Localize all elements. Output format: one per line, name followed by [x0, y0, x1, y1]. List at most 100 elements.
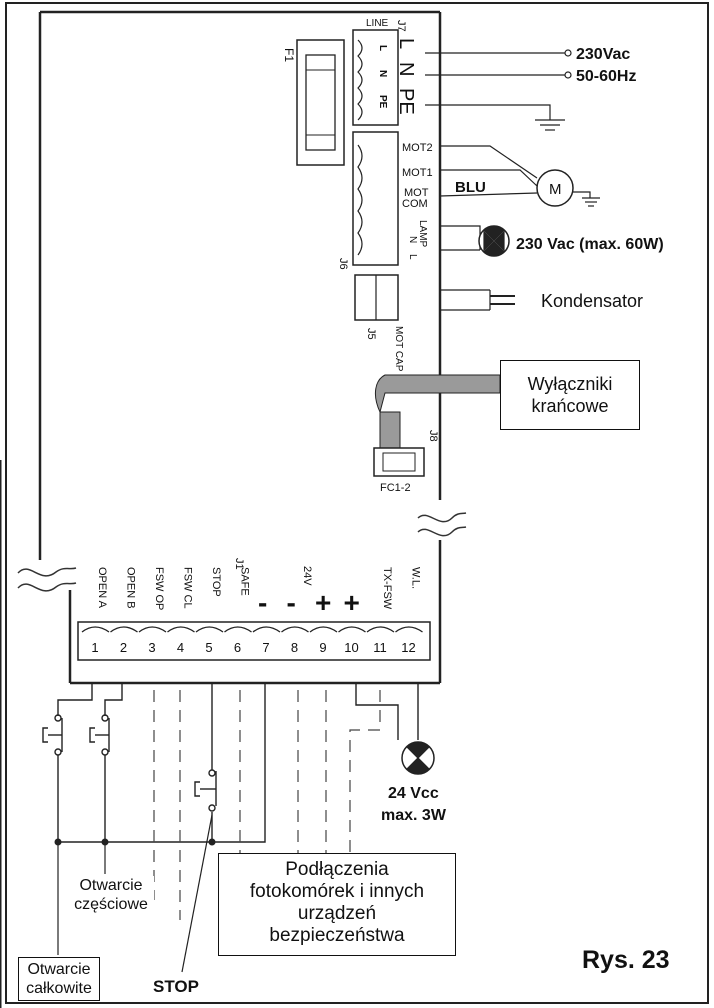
connector-j6: J6 MOT2 MOT1 MOT COM LAMP N L	[337, 131, 433, 270]
terminal-number-10: 10	[344, 640, 358, 655]
terminal-label-5: STOP	[210, 567, 222, 597]
volt-label: 24V	[301, 566, 313, 586]
fuse-label: F1	[282, 48, 296, 62]
stop-button-symbol	[194, 769, 217, 812]
lamp-l-label: L	[407, 254, 418, 260]
safety-line-1: Podłączenia	[285, 859, 389, 880]
j7-small-n: N	[377, 70, 388, 77]
supply-voltage: 230Vac	[576, 46, 630, 63]
capacitor-label: Kondensator	[540, 291, 644, 311]
terminal-number-1: 1	[91, 640, 98, 655]
full-open-line-2: całkowite	[26, 980, 92, 997]
j7-big-n: N	[395, 62, 417, 76]
terminal-label-2: OPEN B	[125, 567, 137, 609]
connector-j7: J7 LINE L N PE L N PE	[352, 18, 417, 126]
break-mark	[17, 512, 467, 592]
terminal-screw-8	[281, 626, 309, 633]
terminal-screw-1	[81, 626, 110, 633]
supply-wires	[425, 49, 572, 131]
stop-pointer	[181, 814, 213, 973]
j7-small-pe: PE	[377, 95, 388, 109]
fuse-f1: F1	[282, 39, 345, 166]
lamp-label: LAMP	[417, 220, 428, 248]
limit-switch-line-2: krańcowe	[531, 396, 609, 416]
terminal-label-3: FSW OP	[153, 567, 165, 610]
terminal-screw-3	[138, 626, 167, 633]
safety-devices-box: Podłączenia fotokomórek i innych urządze…	[218, 853, 456, 956]
terminal-label-11: TX-FSW	[381, 567, 393, 610]
limit-switch-box: Wyłączniki krańcowe	[500, 360, 640, 430]
open-a-button-symbol	[42, 714, 63, 760]
terminal-screw-9	[309, 626, 338, 633]
terminal-label-9: +	[315, 587, 331, 618]
blu-label: BLU	[455, 179, 486, 196]
full-open-label: Otwarcie całkowite	[18, 957, 100, 1001]
partial-open-line-2: częściowe	[74, 896, 148, 913]
lamp-n-label: N	[407, 236, 418, 243]
terminal-number-4: 4	[177, 640, 184, 655]
terminal-block	[77, 621, 431, 661]
j7-big-pe: PE	[395, 88, 417, 115]
terminal-label-7: -	[258, 587, 267, 618]
connector-j8: J8 FC1-2	[373, 374, 501, 494]
partial-open-label: Otwarcie częściowe	[68, 876, 154, 914]
motor-wires	[439, 145, 600, 207]
stop-label: STOP	[153, 977, 199, 996]
lamp-wires	[440, 225, 481, 251]
safety-dashed-wires	[153, 690, 381, 920]
terminal-label-1: OPEN A	[96, 567, 108, 609]
terminal-screw-12	[395, 626, 423, 633]
j6-label: J6	[337, 258, 349, 270]
mot2-label: MOT2	[402, 142, 433, 154]
capacitor-label-box: Kondensator	[516, 285, 668, 317]
external-wiring	[57, 683, 419, 843]
j8-label: J8	[427, 430, 439, 442]
safety-line-4: bezpieczeństwa	[269, 925, 405, 946]
terminal-label-8: -	[287, 587, 296, 618]
fc-label: FC1-2	[380, 482, 411, 494]
terminal-screw-4	[167, 626, 195, 633]
terminal-number-12: 12	[401, 640, 415, 655]
figure-label: Rys. 23	[582, 946, 670, 974]
mot-label: MOT	[404, 187, 429, 199]
terminal-screw-5	[195, 626, 224, 633]
terminal-label-10: +	[344, 587, 360, 618]
terminal-number-8: 8	[291, 640, 298, 655]
motor-symbol: M	[536, 169, 574, 207]
warning-lamp-voltage: 24 Vcc	[388, 785, 439, 802]
control-board	[38, 10, 442, 685]
full-open-line-1: Otwarcie	[27, 961, 91, 978]
terminal-screw-10	[338, 626, 366, 633]
com-label: COM	[402, 198, 428, 210]
terminal-screw-2	[110, 626, 138, 633]
j7-label: J7	[395, 20, 407, 32]
j1-label: J1	[233, 558, 245, 570]
lamp-230v-icon	[478, 225, 510, 257]
partial-open-line-1: Otwarcie	[79, 877, 143, 894]
terminal-label-4: FSW CL	[182, 567, 194, 609]
lamp-spec: 230 Vac (max. 60W)	[516, 236, 664, 253]
bus-node	[54, 838, 216, 846]
terminal-screw-6	[224, 626, 252, 633]
terminal-number-3: 3	[148, 640, 155, 655]
j5-label: J5	[365, 328, 377, 340]
mot-cap-label: MOT CAP	[393, 326, 404, 372]
terminal-label-6: SAFE	[239, 567, 251, 596]
terminal-screw-7	[252, 626, 281, 633]
terminal-number-6: 6	[234, 640, 241, 655]
connector-j5: J5 MOT CAP	[354, 274, 404, 372]
terminal-screw-11	[366, 626, 395, 633]
motor-label: M	[549, 181, 562, 198]
capacitor-wires	[440, 289, 515, 311]
line-label: LINE	[366, 18, 389, 29]
supply-frequency: 50-60Hz	[576, 68, 636, 85]
warning-lamp-icon	[401, 741, 435, 775]
limit-switch-line-1: Wyłączniki	[527, 374, 613, 394]
j7-big-l: L	[395, 38, 417, 49]
mot1-label: MOT1	[402, 167, 433, 179]
terminal-label-12: W.L.	[410, 567, 422, 589]
safety-line-3: urządzeń	[297, 903, 377, 924]
